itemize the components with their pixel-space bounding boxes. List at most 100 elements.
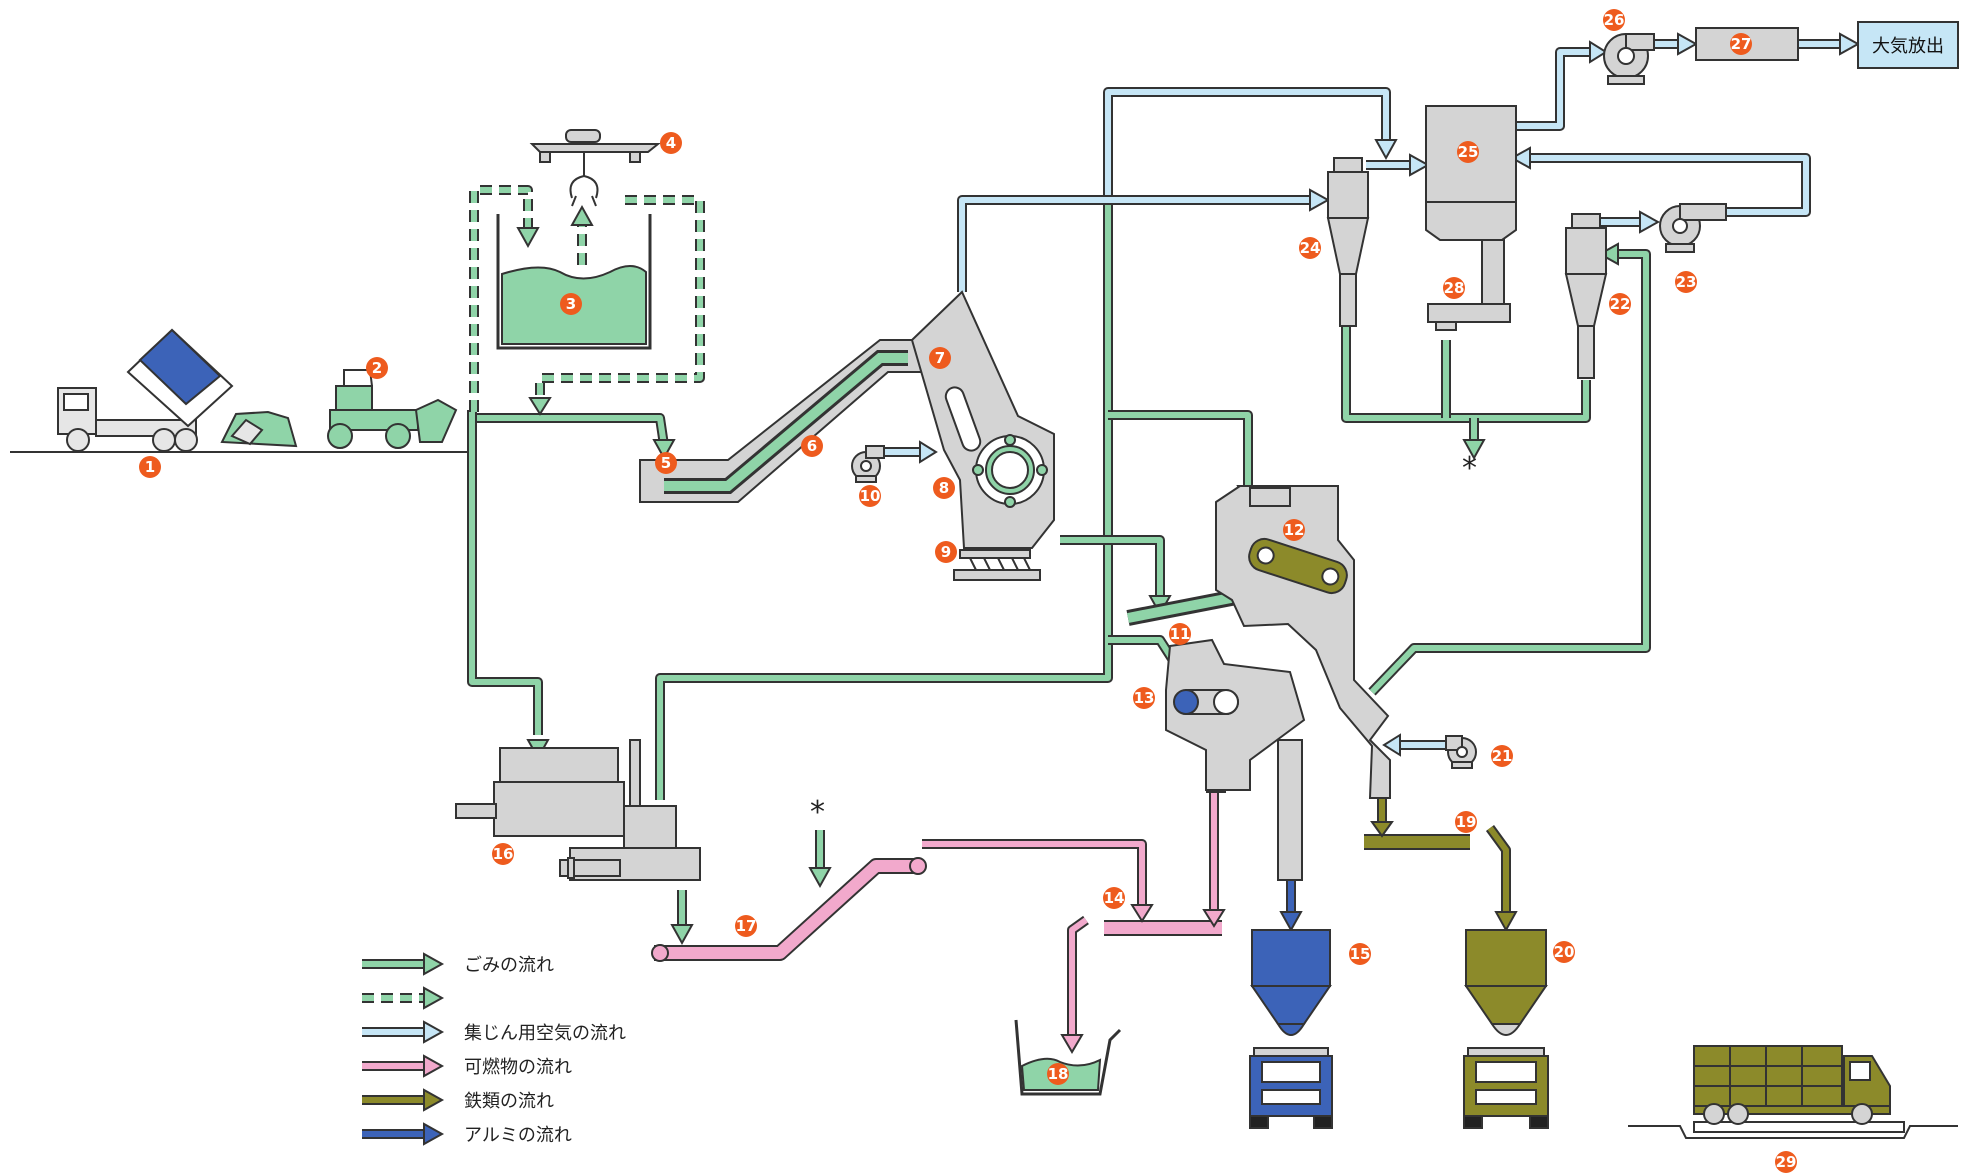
marker-circle [1491,745,1513,767]
crane [529,129,661,207]
marker-circle [735,915,757,937]
marker-number: 27 [1731,35,1752,53]
atmosphere-release-label: 大気放出 [1872,36,1944,57]
legend-arrow-head [423,1088,445,1112]
marker-number: 23 [1676,273,1697,291]
equipment [57,21,1959,1139]
cyclone-24 [1326,157,1370,327]
legend-label: ごみの流れ [464,955,554,976]
marker-number: 11 [1170,625,1191,643]
legend-label: アルミの流れ [464,1125,572,1146]
primary-shredder [910,290,1055,549]
arrow-head [1409,153,1431,177]
legend-item: 可燃物の流れ [362,1054,572,1078]
marker-number: 3 [566,295,576,313]
marker-4: 4 [660,132,682,154]
legend-arrow-head [423,952,445,976]
marker-circle [935,541,957,563]
legend-item: アルミの流れ [362,1122,572,1146]
marker-18: 18 [1047,1063,1069,1085]
arrow-head [1202,909,1226,928]
marker-22: 22 [1609,293,1631,315]
arrow-head [670,924,694,946]
marker-2: 2 [366,357,388,379]
flow-arrowheads [516,32,1861,1054]
marker-number: 20 [1554,943,1575,961]
marker-19: 19 [1455,811,1477,833]
refuse-flow-to-12 [1108,410,1253,488]
arrow-head [1839,32,1861,56]
marker-number: 4 [666,134,676,152]
marker-number: 17 [736,917,757,935]
marker-number: 5 [661,454,671,472]
iron-hopper [1464,929,1548,1036]
marker-circle [1283,519,1305,541]
marker-circle [933,477,955,499]
legend-arrow-head [423,986,445,1010]
arrow-head [1597,242,1619,266]
marker-15: 15 [1349,943,1371,965]
marker-circle [1775,1151,1797,1173]
marker-number: 14 [1104,889,1125,907]
marker-number: 1 [145,458,155,476]
arrow-head [652,439,676,461]
marker-circle [1169,623,1191,645]
marker-17: 17 [735,915,757,937]
marker-number: 24 [1300,239,1321,257]
marker-27: 27 [1730,33,1752,55]
refuse-flow-to-16 [467,410,543,735]
marker-number: 15 [1350,945,1371,963]
marker-circle [492,843,514,865]
arrow-head [1509,146,1531,170]
legend-item: 鉄類の流れ [362,1088,554,1112]
marker-circle [1443,277,1465,299]
arrow-head [1130,904,1154,923]
asterisk-bottom: * [810,795,825,830]
arrow-head [808,867,832,889]
marker-circle [1675,271,1697,293]
marker-number: 16 [493,845,514,863]
marker-number: 26 [1604,11,1625,29]
legend-item [362,986,445,1010]
arrow-head [1370,821,1394,838]
legend-arrow-head [423,1054,445,1078]
marker-circle [1103,887,1125,909]
arrow-head [1589,40,1608,64]
marker-28: 28 [1443,277,1465,299]
marker-7: 7 [929,347,951,369]
arrow-head [1374,139,1398,161]
marker-circle [660,132,682,154]
marker-20: 20 [1553,941,1575,963]
marker-number: 28 [1444,279,1465,297]
marker-circle [859,485,881,507]
iron-truck [1463,1047,1549,1129]
separator-unit [1165,485,1391,881]
arrow-head [528,397,552,416]
marker-number: 8 [939,479,949,497]
marker-16: 16 [492,843,514,865]
marker-circle [1609,293,1631,315]
marker-14: 14 [1103,887,1125,909]
arrow-head [1639,210,1661,234]
legend-item: 集じん用空気の流れ [362,1020,626,1044]
feed-conveyor [639,339,961,503]
marker-circle [801,435,823,457]
marker-10: 10 [859,485,881,507]
air-flow-from-7 [957,195,1310,292]
marker-number: 10 [860,487,881,505]
arrow-head [516,227,540,249]
asterisk-top: * [1462,451,1477,486]
blower-10 [851,445,885,483]
cyclone-22 [1564,213,1608,379]
aluminum-hopper [1250,929,1332,1036]
marker-number: 13 [1134,689,1155,707]
legend-label: 鉄類の流れ [464,1091,554,1112]
legend-label: 集じん用空気の流れ [464,1023,626,1044]
arrow-head [1677,32,1699,56]
conveyor-17 [651,857,927,962]
marker-number: 29 [1776,1153,1797,1171]
equipment-markers: 1234567891011121314151617181920212223242… [139,9,1797,1173]
marker-circle [1133,687,1155,709]
